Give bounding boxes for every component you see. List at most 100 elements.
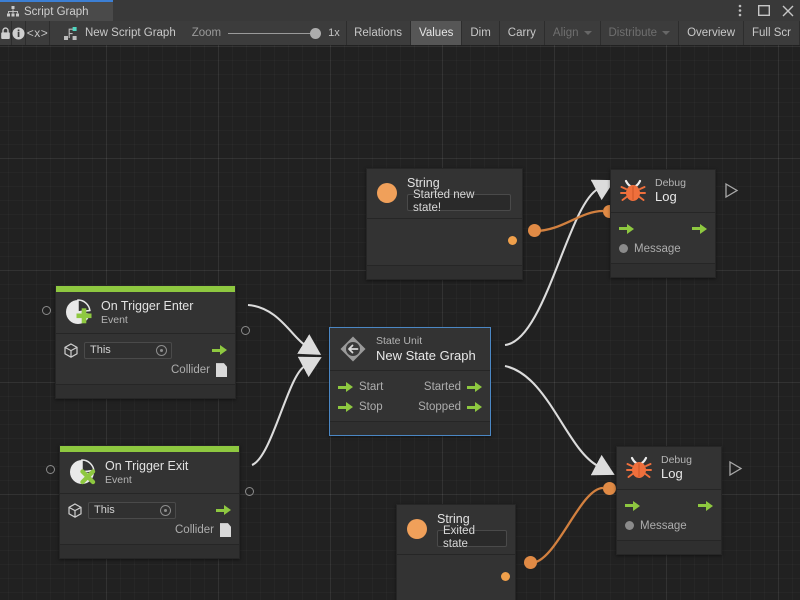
fullscreen-button[interactable]: Full Scr	[744, 21, 800, 45]
stop-label: Stop	[359, 401, 383, 413]
node-header: Debug Log	[611, 170, 715, 213]
node-titles: Debug Log	[655, 177, 686, 205]
input-flow-port[interactable]	[619, 223, 634, 234]
input-flow-port[interactable]	[625, 500, 640, 511]
output-flow-port[interactable]	[692, 223, 707, 234]
output-started-port[interactable]	[467, 382, 482, 392]
target-object-value: This	[94, 504, 115, 517]
zoom-slider-track	[228, 32, 322, 34]
edge-stopped-to-log-bottom	[504, 364, 615, 476]
state-unit-icon	[339, 335, 367, 363]
port-target-in-exit[interactable]	[46, 465, 55, 474]
node-title-large: Log	[655, 189, 677, 205]
node-subtitle: Event	[101, 313, 128, 326]
node-debug-log-bottom[interactable]: Debug Log Message	[616, 446, 722, 555]
node-titles: String Exited state	[437, 512, 507, 550]
values-button[interactable]: Values	[411, 21, 463, 45]
node-title-small: Debug	[655, 177, 686, 189]
flow-row	[625, 496, 713, 516]
close-icon[interactable]	[781, 4, 794, 17]
node-header: Debug Log	[617, 447, 721, 490]
node-on-trigger-enter[interactable]: On Trigger Enter Event This	[55, 285, 236, 400]
string-value-input[interactable]: Started new state!	[407, 189, 511, 214]
edge-endpoint-string-bottom-out[interactable]	[524, 556, 537, 569]
distribute-button[interactable]: Distribute	[601, 21, 680, 45]
info-icon[interactable]	[12, 21, 26, 45]
zoom-slider[interactable]	[228, 26, 322, 40]
start-label: Start	[359, 381, 384, 393]
align-button[interactable]: Align	[545, 21, 601, 45]
collider-type-icon	[220, 523, 231, 538]
port-collider-out-enter[interactable]	[241, 326, 250, 335]
graph-toolbar: <x> New Script Graph Zoom 1x Relations	[0, 21, 800, 46]
node-header: State Unit New State Graph	[330, 328, 490, 371]
output-stopped-port[interactable]	[467, 402, 482, 412]
object-picker-icon[interactable]	[160, 504, 171, 516]
bug-icon	[626, 456, 652, 480]
target-object-field[interactable]: This	[88, 501, 176, 519]
code-view-button[interactable]: <x>	[26, 21, 50, 45]
kebab-menu-icon[interactable]	[733, 4, 746, 17]
flow-row	[619, 219, 707, 239]
relations-button[interactable]: Relations	[346, 21, 412, 45]
tab-script-graph[interactable]: Script Graph	[0, 0, 113, 21]
node-title-small: State Unit	[376, 335, 423, 348]
node-footer	[56, 384, 235, 399]
graph-name-field[interactable]: New Script Graph	[50, 21, 188, 45]
input-stop-port[interactable]	[338, 402, 353, 412]
start-row: Start Started	[338, 377, 482, 397]
edge-endpoint-string-top-out[interactable]	[528, 224, 541, 237]
node-titles: On Trigger Exit Event	[105, 459, 188, 486]
tab-label: Script Graph	[24, 5, 89, 18]
node-debug-log-top[interactable]: Debug Log Message	[610, 169, 716, 278]
input-start-port[interactable]	[338, 382, 353, 392]
node-header: String Started new state!	[367, 169, 522, 219]
carry-button[interactable]: Carry	[500, 21, 545, 45]
node-header: On Trigger Exit Event	[60, 452, 239, 495]
script-graph-icon	[63, 26, 78, 40]
node-header: On Trigger Enter Event	[56, 292, 235, 335]
output-value-port[interactable]	[501, 571, 510, 581]
lock-icon[interactable]	[0, 21, 12, 45]
output-flow-port[interactable]	[698, 500, 713, 511]
node-body: This Collider	[60, 494, 239, 545]
collider-row: Collider	[68, 520, 231, 540]
stop-row: Stop Stopped	[338, 397, 482, 417]
maximize-icon[interactable]	[757, 4, 770, 17]
node-string-bottom[interactable]: String Exited state	[396, 504, 516, 600]
graph-canvas[interactable]: String Started new state!	[0, 45, 800, 600]
node-footer	[367, 264, 522, 279]
node-footer	[611, 262, 715, 277]
port-collider-out-exit[interactable]	[245, 487, 254, 496]
edge-endpoint-message-bottom-in[interactable]	[603, 482, 616, 495]
overview-button[interactable]: Overview	[679, 21, 745, 45]
input-message-port[interactable]	[619, 244, 628, 254]
input-message-port[interactable]	[625, 521, 634, 531]
string-orange-circle-icon	[376, 182, 398, 204]
dim-button[interactable]: Dim	[462, 21, 500, 45]
port-exit-flow-top[interactable]	[725, 182, 739, 199]
zoom-slider-knob[interactable]	[310, 27, 322, 39]
zoom-value: 1x	[328, 27, 340, 39]
output-value-port[interactable]	[508, 235, 517, 245]
string-value-input[interactable]: Exited state	[437, 525, 507, 550]
collider-label: Collider	[171, 364, 210, 377]
node-string-top[interactable]: String Started new state!	[366, 168, 523, 280]
collider-type-icon	[216, 363, 227, 378]
object-picker-icon[interactable]	[156, 344, 167, 356]
target-object-field[interactable]: This	[84, 341, 172, 359]
port-exit-flow-bottom[interactable]	[729, 460, 743, 477]
node-body: This Collider	[56, 334, 235, 385]
gameobject-cube-icon	[64, 342, 78, 358]
port-target-in-enter[interactable]	[42, 306, 51, 315]
node-body	[397, 554, 515, 600]
graph-name-label: New Script Graph	[84, 27, 176, 39]
node-on-trigger-exit[interactable]: On Trigger Exit Event This	[59, 445, 240, 560]
node-state-unit[interactable]: State Unit New State Graph Start Started	[329, 327, 491, 436]
node-body	[367, 218, 522, 265]
node-footer	[617, 539, 721, 554]
output-flow-port[interactable]	[216, 505, 231, 516]
output-flow-port[interactable]	[212, 345, 227, 356]
event-plus-icon	[65, 299, 92, 326]
string-orange-circle-icon	[406, 518, 428, 540]
